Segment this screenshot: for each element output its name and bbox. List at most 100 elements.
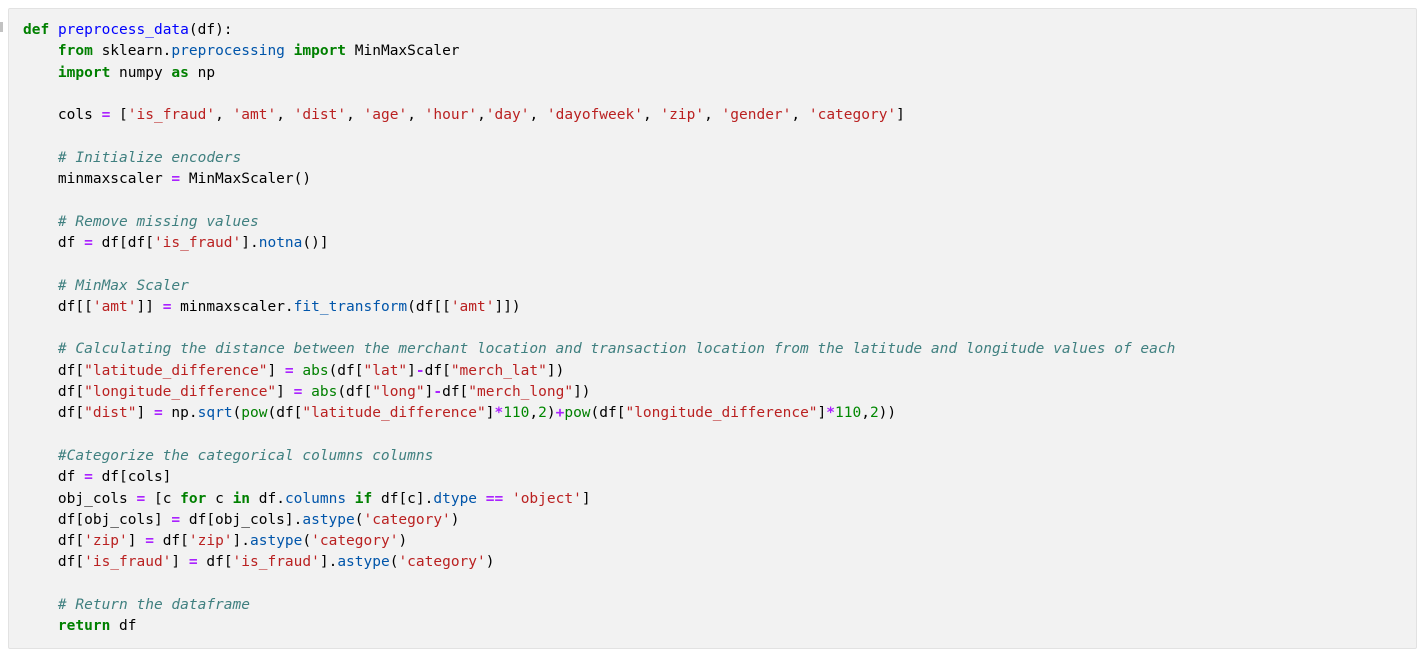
- code-line: df = df[df['is_fraud'].notna()]: [23, 233, 1402, 254]
- code-token: -: [433, 384, 443, 401]
- code-token: 'hour': [424, 107, 478, 124]
- code-token: def: [23, 22, 50, 38]
- code-token: df.: [250, 490, 285, 507]
- code-line: df['zip'] = df['zip'].astype('category'): [23, 531, 1402, 552]
- code-token: fit_transform: [293, 298, 408, 315]
- code-token: for: [180, 490, 207, 507]
- code-line: [23, 318, 1402, 339]
- code-token: ]: [127, 533, 146, 550]
- code-token: =: [153, 405, 163, 422]
- code-token: 'age': [363, 107, 408, 124]
- code-line: [23, 574, 1402, 595]
- code-token: in: [232, 490, 251, 507]
- code-token: astype: [250, 533, 303, 550]
- code-token: [: [110, 107, 128, 124]
- code-token: df[df[: [92, 234, 154, 251]
- code-token: 'category': [311, 533, 399, 550]
- code-lines-container: def preprocess_data(df): from sklearn.pr…: [23, 20, 1402, 638]
- code-token: abs: [311, 384, 338, 401]
- code-token: [477, 491, 486, 507]
- code-token: sqrt: [197, 405, 233, 422]
- code-line: df["longitude_difference"] = abs(df["lon…: [23, 382, 1402, 403]
- code-token: [346, 491, 355, 507]
- code-token: ): [485, 554, 495, 571]
- code-token: =: [171, 171, 181, 188]
- code-line: cols = ['is_fraud', 'amt', 'dist', 'age'…: [23, 105, 1402, 126]
- python-code-cell[interactable]: def preprocess_data(df): from sklearn.pr…: [8, 8, 1417, 649]
- code-token: pow: [241, 405, 268, 422]
- code-line: # Calculating the distance between the m…: [23, 339, 1402, 360]
- code-token: 'dist': [293, 107, 347, 124]
- code-token: df[cols]: [92, 469, 172, 486]
- code-token: ()]: [302, 234, 329, 251]
- code-token: (: [232, 405, 242, 422]
- code-token: 2: [869, 405, 879, 422]
- code-token: ]: [267, 362, 285, 379]
- code-token: "long": [372, 384, 425, 401]
- code-token: =: [136, 490, 146, 507]
- code-token: 'zip': [84, 533, 128, 550]
- code-line: from sklearn.preprocessing import MinMax…: [23, 41, 1402, 62]
- code-token: 'amt': [450, 298, 495, 315]
- code-token: df[: [23, 533, 85, 550]
- code-token: df[: [23, 362, 85, 379]
- code-line: # Initialize encoders: [23, 148, 1402, 169]
- code-token: *: [494, 405, 504, 422]
- code-line: #Categorize the categorical columns colu…: [23, 446, 1402, 467]
- code-token: as: [171, 64, 189, 81]
- code-token: =: [171, 511, 181, 528]
- code-token: 'dayofweek': [546, 107, 643, 124]
- code-token: # Return the dataframe: [57, 597, 250, 614]
- code-token: =: [101, 107, 111, 124]
- code-line: import numpy as np: [23, 63, 1402, 84]
- code-token: =: [284, 362, 294, 379]
- code-token: 'is_fraud': [127, 107, 216, 124]
- code-line: [23, 254, 1402, 275]
- code-token: [c: [145, 490, 181, 507]
- code-line: minmaxscaler = MinMaxScaler(): [23, 169, 1402, 190]
- code-token: #Categorize the categorical columns colu…: [57, 447, 434, 464]
- code-token: (: [389, 554, 399, 571]
- code-token: ]: [424, 384, 434, 401]
- code-token: df[: [424, 362, 451, 379]
- code-token: 'amt': [232, 107, 277, 124]
- code-token: return: [57, 618, 111, 635]
- code-token: df[: [23, 554, 85, 571]
- code-token: =: [293, 384, 303, 401]
- code-token: df[c].: [372, 490, 434, 507]
- code-token: [285, 43, 294, 59]
- code-token: *: [826, 405, 835, 422]
- code-line: df[obj_cols] = df[obj_cols].astype('cate…: [23, 510, 1402, 531]
- code-token: [23, 278, 58, 294]
- code-token: df[: [197, 554, 233, 571]
- code-token: "dist": [84, 405, 137, 422]
- code-token: df[: [23, 384, 85, 401]
- code-token: ]: [817, 405, 827, 422]
- code-token: ,: [529, 107, 547, 124]
- code-line: # Return the dataframe: [23, 595, 1402, 616]
- code-token: np: [188, 64, 216, 81]
- code-token: columns: [284, 490, 347, 507]
- code-token: 110: [503, 405, 530, 422]
- code-token: (df):: [188, 22, 233, 38]
- code-token: preprocessing: [171, 43, 285, 60]
- code-token: (df[: [328, 362, 364, 379]
- code-line: obj_cols = [c for c in df.columns if df[…: [23, 489, 1402, 510]
- code-token: "merch_long": [468, 384, 574, 401]
- code-token: df[obj_cols].: [180, 511, 303, 528]
- code-token: ,: [276, 107, 294, 124]
- code-token: ]): [546, 362, 565, 379]
- code-token: 'zip': [188, 533, 233, 550]
- code-line: # Remove missing values: [23, 212, 1402, 233]
- code-token: 110: [835, 405, 862, 422]
- code-token: "lat": [363, 362, 408, 379]
- code-token: 'is_fraud': [84, 554, 172, 571]
- code-token: (: [302, 533, 312, 550]
- code-token: ]: [276, 384, 294, 401]
- code-token: # MinMax Scaler: [57, 277, 189, 294]
- code-token: c: [206, 490, 233, 507]
- code-token: ,: [477, 107, 486, 124]
- code-token: cols: [23, 107, 102, 124]
- code-token: preprocess_data: [57, 22, 189, 38]
- code-token: MinMaxScaler: [346, 43, 460, 60]
